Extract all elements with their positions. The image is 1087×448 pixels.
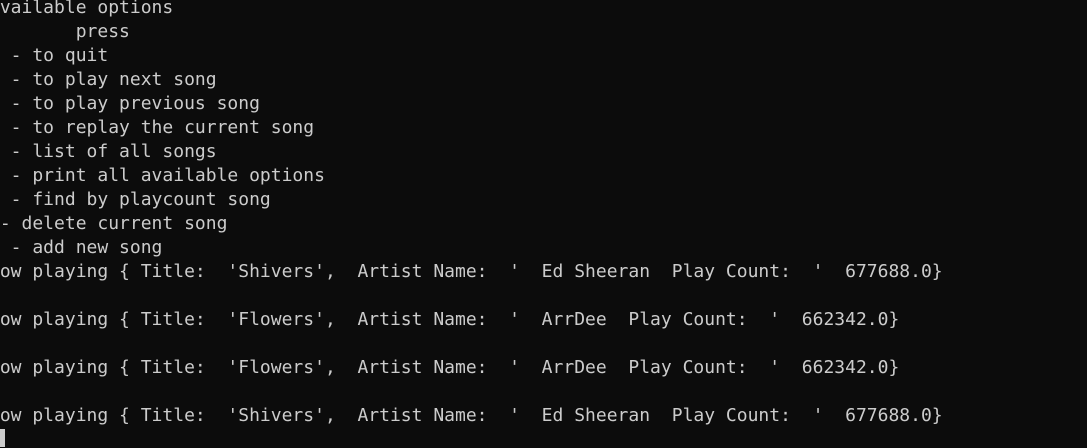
terminal-line: 2 — [0, 380, 943, 404]
terminal-line: 3 — [0, 332, 943, 356]
terminal-line: 0 - to quit — [0, 45, 109, 66]
terminal-line: 3 - to replay the current song — [0, 117, 315, 138]
terminal-line: 8 - add new song — [0, 237, 163, 258]
terminal-line: 7- delete current song — [0, 213, 228, 234]
text-cursor[interactable] — [0, 429, 5, 447]
terminal-line: Now playing { Title: 'Flowers', Artist N… — [0, 309, 900, 330]
terminal-line: Now playing { Title: 'Flowers', Artist N… — [0, 357, 900, 378]
terminal-line: Now playing { Title: 'Shivers', Artist N… — [0, 261, 943, 282]
terminal-output: Available options press 0 - to quit 1 - … — [0, 0, 943, 426]
terminal-line: 1 - to play next song — [0, 69, 217, 90]
terminal-line: Available options — [0, 0, 174, 18]
terminal-line: 1 — [0, 284, 943, 308]
terminal-line: Now playing { Title: 'Shivers', Artist N… — [0, 405, 943, 426]
terminal-line: 4 - list of all songs — [0, 141, 217, 162]
terminal-line: 5 - print all available options — [0, 165, 325, 186]
terminal-line: 2 - to play previous song — [0, 93, 260, 114]
terminal-line: 6 - find by playcount song — [0, 189, 271, 210]
terminal-line: press — [75, 21, 130, 42]
